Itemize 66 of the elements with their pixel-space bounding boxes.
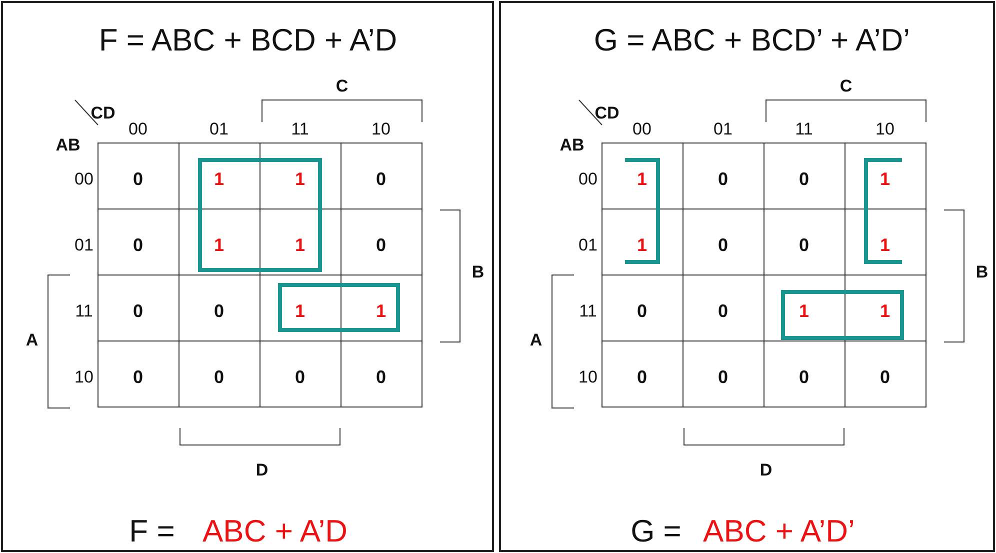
row-header: 00 [74, 170, 94, 188]
variable-label: D [760, 462, 772, 478]
variable-label: AB [56, 136, 80, 154]
row-header: 11 [579, 302, 597, 320]
cell-value: 0 [133, 302, 143, 320]
column-header: 11 [795, 120, 813, 138]
column-header: 00 [128, 120, 148, 138]
cell-value: 1 [214, 170, 224, 188]
cell-value: 1 [880, 302, 890, 320]
variable-label: B [976, 264, 988, 280]
cell-value: 0 [799, 236, 809, 254]
column-header: 10 [876, 120, 894, 138]
cell-value: 1 [376, 302, 386, 320]
simplified-equation: ABC + A’D’ [703, 516, 855, 546]
simplified-equation: G = [630, 516, 682, 546]
variable-label: A [26, 332, 38, 348]
variable-label: C [336, 78, 348, 94]
cell-value: 0 [799, 170, 809, 188]
cell-value: 0 [880, 368, 890, 386]
cell-value: 1 [799, 302, 809, 320]
cell-value: 0 [718, 302, 728, 320]
cell-value: 0 [295, 368, 305, 386]
column-header: 10 [372, 120, 390, 138]
column-header: 01 [210, 120, 228, 138]
cell-value: 0 [637, 368, 647, 386]
cell-value: 0 [133, 170, 143, 188]
equation-title: G = ABC + BCD’ + A’D’ [594, 24, 910, 56]
cell-value: 0 [799, 368, 809, 386]
cell-value: 0 [637, 302, 647, 320]
cell-value: 0 [718, 170, 728, 188]
cell-value: 1 [637, 170, 647, 188]
row-header: 10 [74, 368, 94, 386]
cell-value: 0 [376, 236, 386, 254]
cell-value: 1 [637, 236, 647, 254]
cell-value: 0 [376, 170, 386, 188]
variable-label: CD [594, 104, 620, 122]
column-header: 01 [714, 120, 732, 138]
cell-value: 1 [295, 236, 305, 254]
column-header: 11 [291, 120, 309, 138]
equation-title: F = ABC + BCD + A’D [98, 24, 398, 56]
cell-value: 0 [133, 368, 143, 386]
cell-value: 0 [133, 236, 143, 254]
cell-value: 1 [295, 302, 305, 320]
variable-label: CD [90, 104, 116, 122]
cell-value: 0 [376, 368, 386, 386]
cell-value: 1 [295, 170, 305, 188]
cell-value: 0 [214, 302, 224, 320]
simplified-equation: ABC + A’D [202, 516, 348, 546]
row-header: 00 [578, 170, 598, 188]
cell-value: 0 [214, 368, 224, 386]
cell-value: 0 [718, 236, 728, 254]
variable-label: AB [560, 136, 584, 154]
variable-label: A [530, 332, 542, 348]
variable-label: D [256, 462, 268, 478]
cell-value: 1 [214, 236, 224, 254]
row-header: 10 [578, 368, 598, 386]
row-header: 01 [74, 236, 94, 254]
cell-value: 0 [718, 368, 728, 386]
cell-value: 1 [880, 170, 890, 188]
variable-label: C [840, 78, 852, 94]
cell-value: 1 [880, 236, 890, 254]
column-header: 00 [632, 120, 652, 138]
variable-label: B [472, 264, 484, 280]
simplified-equation: F = [129, 516, 175, 546]
row-header: 11 [75, 302, 93, 320]
row-header: 01 [578, 236, 598, 254]
